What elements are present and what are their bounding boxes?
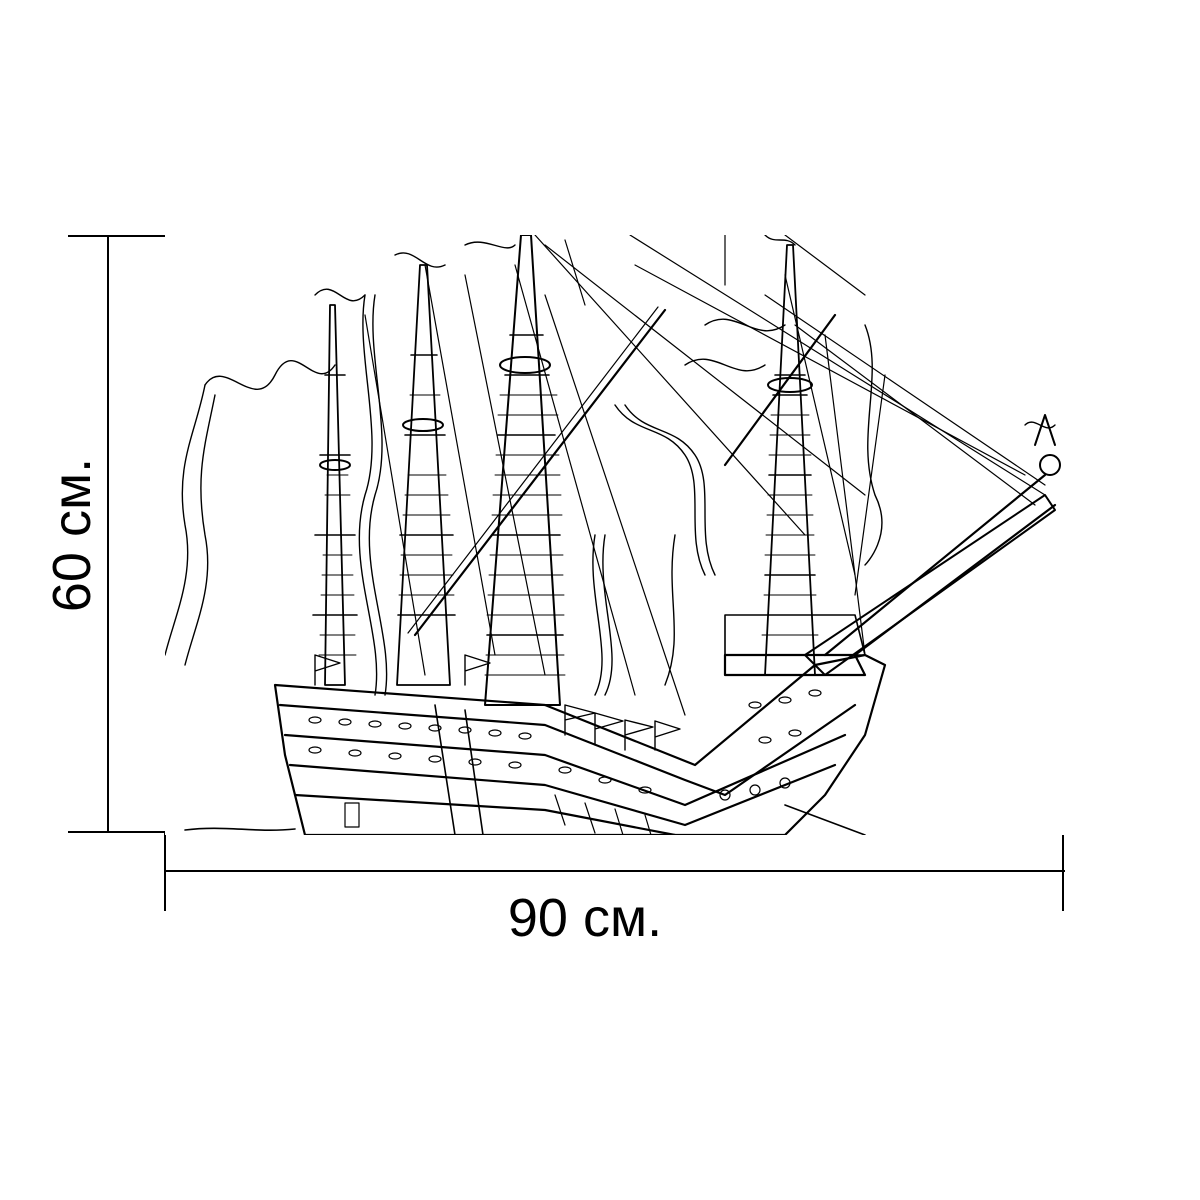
hull-ornament: [308, 689, 822, 835]
bowsprit: [804, 414, 1061, 676]
ship-illustration: [165, 235, 1065, 835]
ship-drawing: [165, 235, 1061, 835]
flags: [165, 235, 1056, 696]
height-dimension-bottom-tick: [68, 831, 166, 833]
width-dimension-left-tick: [164, 833, 166, 911]
mast-lattice: [318, 394, 820, 676]
rail-pennants: [314, 654, 681, 751]
height-dimension-top-tick: [68, 235, 166, 237]
height-dimension-line: [107, 235, 109, 833]
yards: [407, 306, 1057, 657]
width-label: 90 см.: [507, 888, 663, 948]
height-label: 60 см.: [42, 457, 102, 613]
rigging-lines: [364, 235, 1046, 716]
width-dimension-line: [165, 870, 1065, 872]
hull: [273, 614, 887, 835]
width-dimension-right-tick: [1062, 833, 1064, 911]
water-line: [184, 804, 866, 835]
masts: [312, 235, 816, 706]
mast-tops: [319, 356, 813, 471]
